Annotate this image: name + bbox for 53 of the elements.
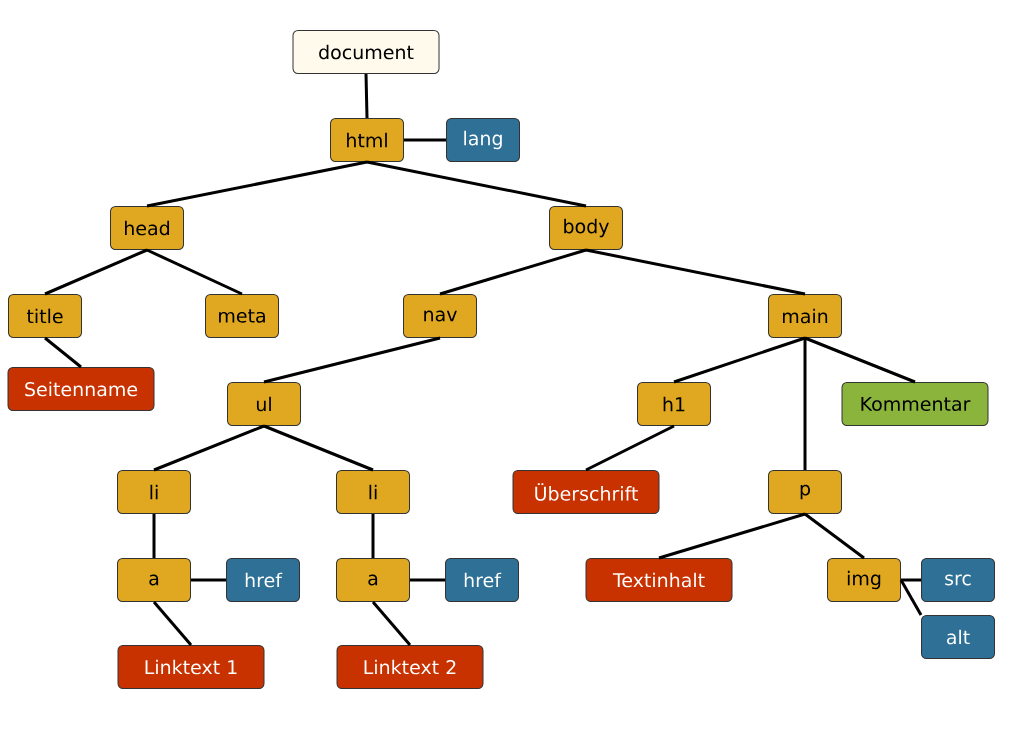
comment-box: Kommentar (841, 382, 989, 426)
connector-line (44, 248, 148, 296)
element-box: a (336, 558, 410, 602)
connector-line (901, 578, 921, 582)
element-box: li (117, 470, 191, 514)
attribute-box: alt (921, 615, 995, 659)
element-box: main (768, 294, 842, 338)
attribute-box: href (226, 558, 300, 602)
text-box: Überschrift (512, 470, 660, 514)
element-box: a (117, 558, 191, 602)
text-box: Linktext 1 (117, 645, 265, 689)
element-box: ul (227, 382, 301, 426)
connector-line (263, 424, 374, 472)
text-box: Textinhalt (585, 558, 733, 602)
element-box: body (549, 206, 623, 250)
connector-line (366, 160, 587, 208)
attribute-box: src (921, 558, 995, 602)
element-box: h1 (637, 382, 711, 426)
connector-line (585, 248, 806, 296)
element-box: img (827, 558, 901, 602)
element-box: li (336, 470, 410, 514)
connector-line (153, 424, 265, 472)
connector-line (410, 578, 445, 582)
connector-line (152, 514, 156, 558)
text-box: Seitenname (7, 367, 155, 411)
attribute-box: lang (446, 118, 520, 162)
connector-line (371, 601, 412, 646)
connector-line (146, 160, 368, 208)
connector-line (673, 336, 806, 384)
connector-line (585, 424, 675, 472)
element-box: html (330, 118, 404, 162)
connector-line (899, 579, 923, 616)
connector-line (146, 248, 243, 296)
connector-line (44, 336, 82, 369)
connector-line (191, 578, 226, 582)
element-box: meta (205, 294, 279, 338)
element-box: title (8, 294, 82, 338)
connector-line (404, 138, 446, 142)
connector-line (439, 248, 587, 296)
connector-line (364, 73, 369, 119)
connector-line (803, 338, 807, 470)
element-box: nav (403, 294, 477, 338)
element-box: head (110, 206, 184, 250)
element-box: p (768, 470, 842, 514)
connector-line (804, 336, 916, 384)
text-box: Linktext 2 (336, 645, 484, 689)
connector-line (804, 512, 865, 560)
connector-line (371, 514, 375, 558)
connector-line (658, 512, 806, 560)
connector-line (263, 336, 441, 384)
attribute-box: href (445, 558, 519, 602)
connector-line (152, 601, 193, 646)
document-box: document (292, 30, 440, 74)
